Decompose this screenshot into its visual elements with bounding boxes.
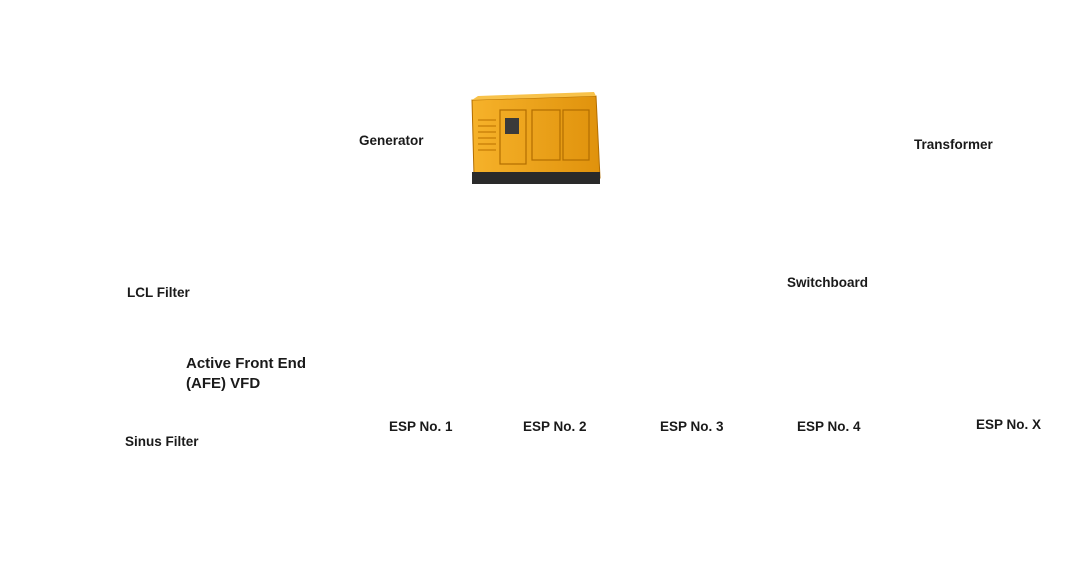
afe-vfd-label-line1: Active Front End xyxy=(186,355,307,372)
afe-vfd-label-line2: (AFE) VFD xyxy=(186,375,261,392)
esp-label-3: ESP No. 3 xyxy=(660,419,724,434)
lcl-filter-label: LCL Filter xyxy=(127,285,190,300)
switchboard-label: Switchboard xyxy=(787,275,869,290)
generator-label: Generator xyxy=(359,133,424,148)
esp-label-1: ESP No. 1 xyxy=(389,419,453,434)
transformer-label: Transformer xyxy=(914,137,993,152)
esp-label-4: ESP No. 4 xyxy=(797,419,861,434)
sinus-filter-label: Sinus Filter xyxy=(125,434,199,449)
generator-icon xyxy=(471,92,601,184)
esp-label-x: ESP No. X xyxy=(976,417,1042,432)
esp-label-2: ESP No. 2 xyxy=(523,419,587,434)
